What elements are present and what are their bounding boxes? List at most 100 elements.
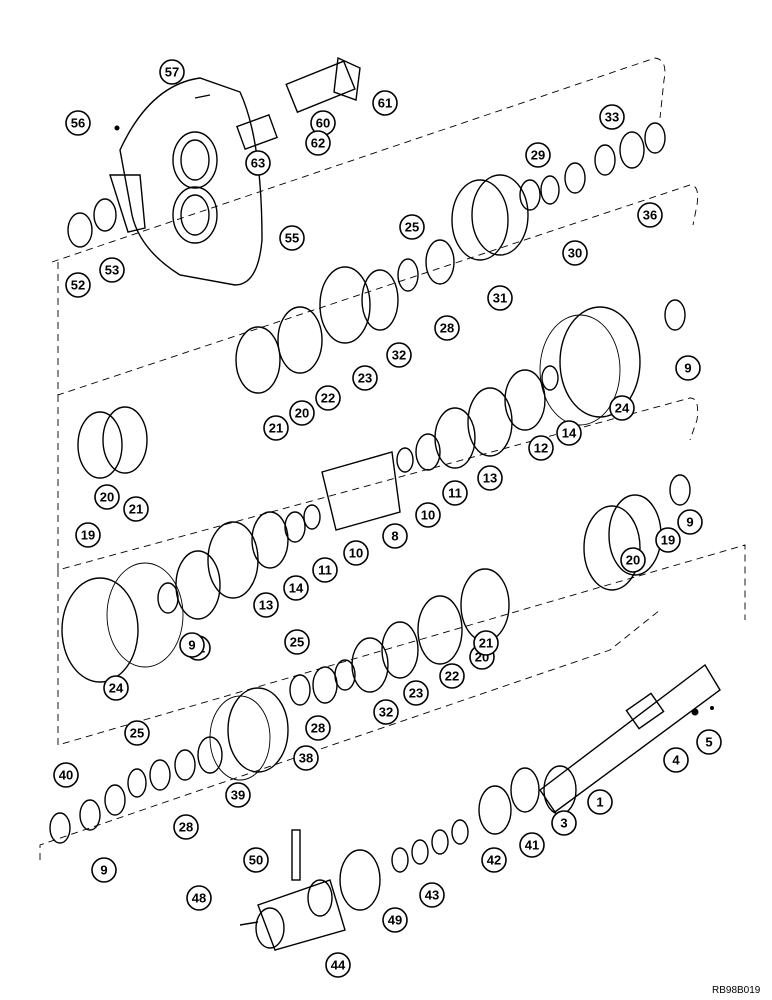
callout-12: 12: [528, 435, 554, 461]
callout-number: 48: [192, 891, 206, 906]
callout-number: 49: [388, 913, 402, 928]
callout-56: 56: [65, 110, 91, 136]
callout-62: 62: [305, 130, 331, 156]
callout-circle: [696, 729, 722, 755]
callout-number: 21: [269, 421, 283, 436]
callout-20: 20: [94, 484, 120, 510]
callout-number: 19: [661, 533, 675, 548]
callout-number: 50: [249, 853, 263, 868]
assembly-centerlines: [39, 57, 746, 860]
callout-number: 33: [605, 110, 619, 125]
callout-36: 36: [637, 202, 663, 228]
callout-circle: [103, 675, 129, 701]
callout-circle: [305, 130, 331, 156]
callout-22: 22: [315, 385, 341, 411]
callout-circle: [289, 400, 315, 426]
callout-circle: [442, 480, 468, 506]
callout-24: 24: [103, 675, 129, 701]
callout-number: 32: [379, 705, 393, 720]
callout-number: 9: [100, 863, 107, 878]
callout-3: 3: [551, 810, 577, 836]
callout-circle: [263, 415, 289, 441]
callout-19: 19: [655, 527, 681, 553]
callout-number: 11: [448, 486, 462, 501]
callout-circle: [386, 342, 412, 368]
callout-circle: [663, 747, 689, 773]
callout-number: 14: [289, 581, 304, 596]
callout-circle: [675, 355, 701, 381]
callout-circle: [562, 240, 588, 266]
callout-circle: [556, 420, 582, 446]
callout-number: 4: [672, 753, 680, 768]
callout-19: 19: [75, 522, 101, 548]
callout-number: 28: [179, 820, 193, 835]
callout-25: 25: [124, 720, 150, 746]
callout-number: 19: [81, 528, 95, 543]
callout-10: 10: [343, 540, 369, 566]
callout-circle: [599, 104, 625, 130]
callout-circle: [551, 810, 577, 836]
callout-circle: [305, 715, 331, 741]
callout-11: 11: [312, 557, 338, 583]
callout-8: 8: [382, 523, 408, 549]
callout-number: 31: [493, 291, 507, 306]
callout-number: 3: [560, 816, 567, 831]
callout-32: 32: [373, 699, 399, 725]
callout-25: 25: [284, 629, 310, 655]
callout-circle: [415, 502, 441, 528]
callout-4: 4: [663, 747, 689, 773]
callout-circle: [382, 907, 408, 933]
callout-13: 13: [253, 592, 279, 618]
callout-number: 62: [311, 136, 325, 151]
callout-61: 61: [372, 90, 398, 116]
callout-21: 21: [123, 496, 149, 522]
callout-circle: [312, 557, 338, 583]
callout-24: 24: [609, 395, 635, 421]
callout-28: 28: [434, 315, 460, 341]
callout-number: 22: [321, 391, 335, 406]
callout-number: 42: [487, 853, 501, 868]
callout-number: 13: [483, 471, 497, 486]
callout-number: 55: [285, 231, 299, 246]
callout-number: 39: [231, 788, 245, 803]
callout-number: 8: [391, 529, 398, 544]
callout-9: 9: [677, 509, 703, 535]
callout-circle: [399, 214, 425, 240]
callout-circle: [245, 150, 271, 176]
callout-circle: [419, 882, 445, 908]
callout-number: 61: [378, 96, 392, 111]
callout-number: 41: [525, 838, 539, 853]
callout-circle: [173, 814, 199, 840]
callout-9: 9: [675, 355, 701, 381]
callout-5: 5: [696, 729, 722, 755]
callout-circle: [637, 202, 663, 228]
callout-circle: [620, 547, 646, 573]
callout-circle: [225, 782, 251, 808]
callout-circle: [243, 847, 269, 873]
callout-number: 60: [316, 116, 330, 131]
callout-circle: [94, 484, 120, 510]
callout-circle: [186, 885, 212, 911]
callout-number: 24: [615, 401, 630, 416]
callout-number: 9: [684, 361, 691, 376]
callout-number: 24: [109, 681, 124, 696]
callout-21: 21: [473, 630, 499, 656]
callout-number: 11: [318, 563, 332, 578]
callout-number: 20: [295, 406, 309, 421]
callout-number: 32: [392, 348, 406, 363]
callout-number: 21: [479, 636, 493, 651]
callout-number: 36: [643, 208, 657, 223]
callout-48: 48: [186, 885, 212, 911]
callout-25: 25: [399, 214, 425, 240]
callout-number: 1: [596, 795, 603, 810]
callout-33: 33: [599, 104, 625, 130]
callout-number: 5: [705, 735, 712, 750]
callout-circle: [159, 59, 185, 85]
callout-number: 10: [349, 546, 363, 561]
callout-number: 52: [71, 278, 85, 293]
callout-circle: [279, 225, 305, 251]
callout-55: 55: [279, 225, 305, 251]
callout-circle: [373, 699, 399, 725]
callout-circle: [343, 540, 369, 566]
